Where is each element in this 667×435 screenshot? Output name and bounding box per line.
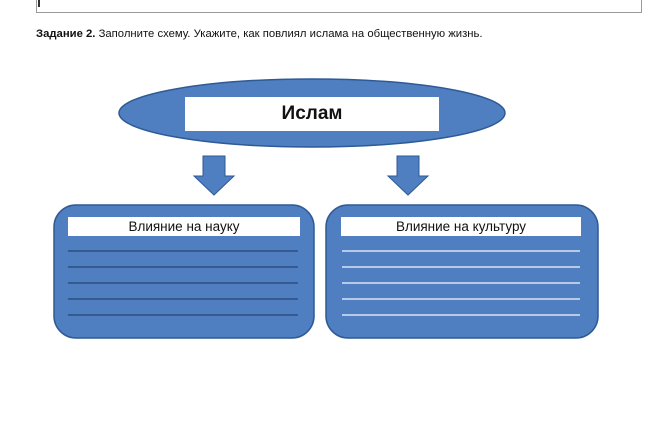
center-title: Ислам [185,97,439,131]
task-text: Заполните схему. Укажите, как повлиял ис… [95,28,483,40]
answer-lines-left [68,250,298,316]
text-cursor-mark [38,0,40,7]
arrow-down-left [192,155,236,196]
box-right-title: Влияние на культуру [341,217,581,236]
box-left [53,204,315,339]
answer-lines-right [342,250,580,316]
task-label: Задание 2. [36,28,96,40]
box-right [325,204,599,339]
answer-box-top [36,0,642,13]
task-instruction: Задание 2. Заполните схему. Укажите, как… [36,27,601,42]
box-left-title: Влияние на науку [68,217,300,236]
arrow-down-right [386,155,430,196]
